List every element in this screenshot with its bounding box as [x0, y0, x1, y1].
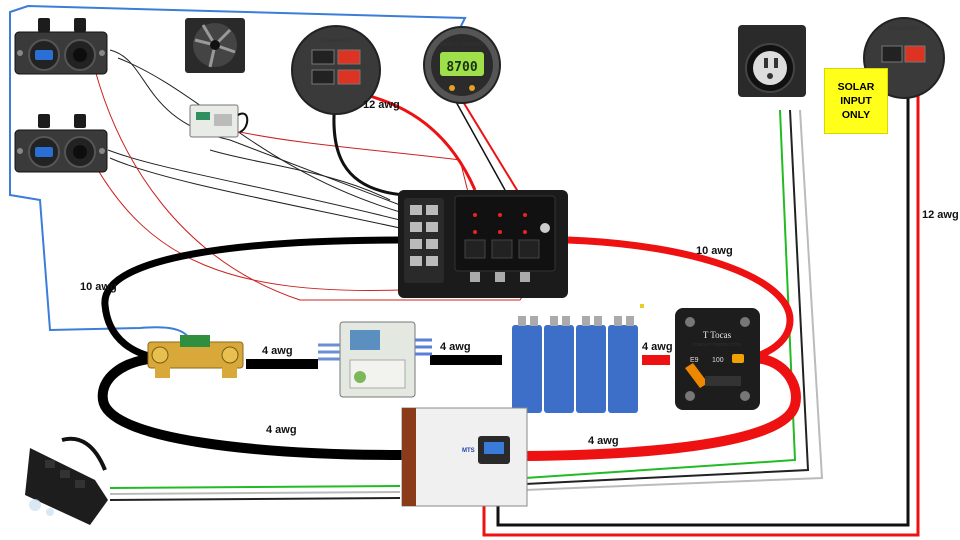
- monitor-wire: [461, 99, 521, 196]
- solar-note-line-2: INPUT: [840, 95, 872, 107]
- negative-4awg-loop: [97, 353, 403, 460]
- solar-positive-wire: [482, 85, 920, 537]
- inverter-icon: MTS: [401, 407, 528, 507]
- cigarette-socket-icon: [64, 18, 96, 71]
- ac-inlet-icon: [738, 25, 806, 97]
- label-12awg-right: 12 awg: [922, 209, 959, 221]
- power-strip-icon: [25, 436, 108, 525]
- anderson-negative-12awg: [332, 99, 406, 197]
- fan-icon: [185, 18, 245, 73]
- socket-panel-top: [14, 18, 108, 75]
- label-4awg-battery-breaker: 4 awg: [642, 341, 673, 353]
- label-12awg-left: 12 awg: [363, 99, 400, 111]
- usb-socket-icon: [28, 114, 60, 168]
- battery-cell-icon: [512, 304, 644, 413]
- breaker-sub: CIRCUIT PROTECTOR: [693, 342, 741, 347]
- negative-10awg-loop: [101, 236, 401, 362]
- ac-wires: [109, 109, 824, 501]
- solar-input-note: SOLAR INPUT ONLY: [824, 68, 888, 134]
- socket-panel-bottom: [14, 114, 108, 173]
- bms-icon: [318, 321, 432, 398]
- label-10awg-left: 10 awg: [80, 281, 117, 293]
- monitor-brand: Battery Indicator: [440, 42, 484, 48]
- shunt-icon: [147, 335, 244, 378]
- label-4awg-shunt-bms: 4 awg: [262, 345, 293, 357]
- label-4awg-bottom-left: 4 awg: [266, 424, 297, 436]
- positive-10awg-loop: [567, 236, 794, 364]
- label-10awg-right: 10 awg: [696, 245, 733, 257]
- fan-controller-icon: [189, 104, 249, 138]
- anderson-connector-icon: Powerwerx: [291, 25, 381, 115]
- label-4awg-bms-battery: 4 awg: [440, 341, 471, 353]
- breaker-model: E9: [690, 357, 699, 364]
- monitor-reading: 8700: [446, 60, 477, 75]
- breaker-brand: T Tocas: [703, 330, 732, 340]
- solar-note-line-1: SOLAR: [837, 81, 875, 93]
- fuse-box-icon: [398, 190, 568, 298]
- positive-4awg-loop: [524, 353, 801, 461]
- circuit-breaker-icon: T Tocas CIRCUIT PROTECTOR E9 100: [675, 308, 760, 410]
- cigarette-socket-icon: [64, 114, 96, 168]
- anderson-right-brand: Powerwerx: [889, 26, 919, 32]
- label-4awg-bottom-right: 4 awg: [588, 435, 619, 447]
- solar-note-line-3: ONLY: [841, 109, 871, 121]
- monitor-wire-black: [454, 99, 506, 191]
- usb-socket-icon: [28, 18, 60, 71]
- breaker-rating: 100: [712, 357, 724, 364]
- anderson-left-brand: Powerwerx: [321, 38, 351, 44]
- inverter-brand: MTS: [462, 448, 475, 454]
- battery-monitor-icon: Battery Indicator 8700: [423, 26, 501, 104]
